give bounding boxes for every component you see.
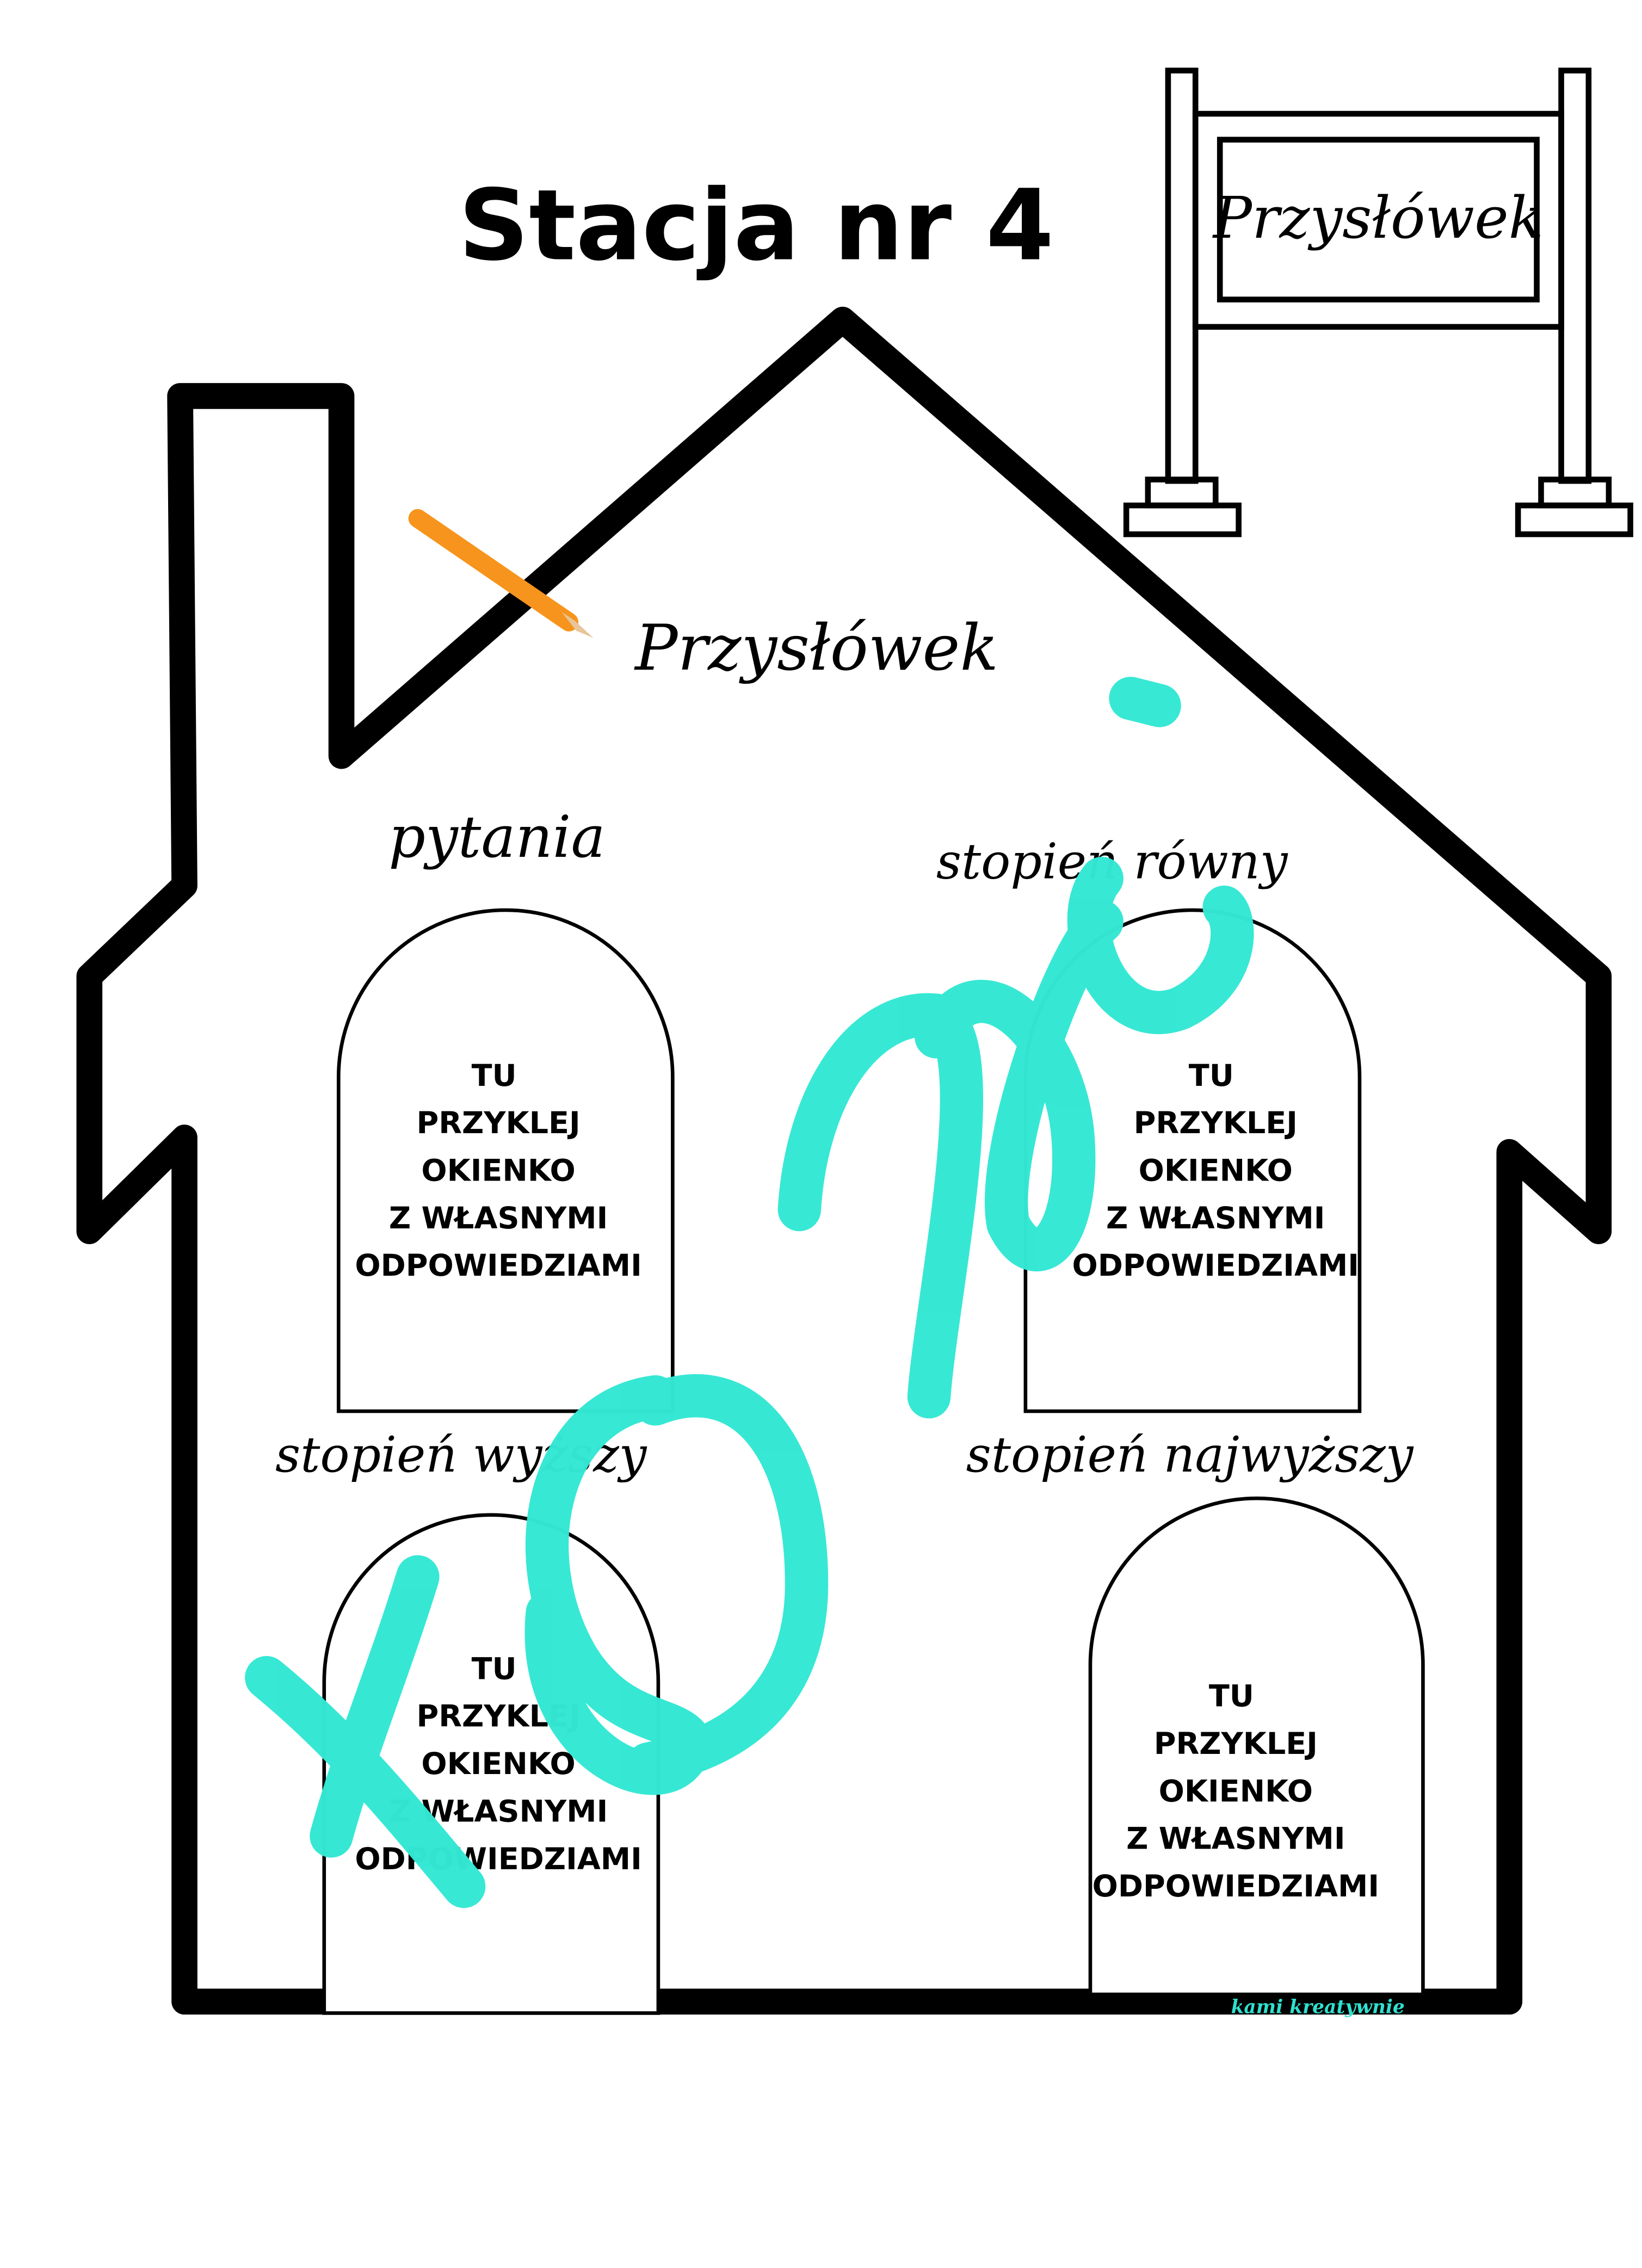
- door-text-line: PRZYKLEJ: [1154, 1726, 1318, 1762]
- house-outline: [76, 306, 1612, 2015]
- door-text-line: PRZYKLEJ: [1134, 1105, 1298, 1141]
- door-text-line: ODPOWIEDZIAMI: [1092, 1869, 1379, 1904]
- door-superlative: [1088, 1496, 1425, 1997]
- door-text-line: TU: [472, 1651, 517, 1686]
- door-text-line: ODPOWIEDZIAMI: [1072, 1248, 1359, 1283]
- door-text-line: OKIENKO: [1139, 1153, 1293, 1189]
- door-questions: [336, 908, 675, 1413]
- section-label-questions: pytania: [388, 804, 605, 870]
- door-text-line: Z WŁASNYMI: [1106, 1201, 1325, 1236]
- door-text-line: ODPOWIEDZIAMI: [355, 1248, 641, 1283]
- door-text-line: OKIENKO: [1159, 1773, 1313, 1809]
- door-text-line: Z WŁASNYMI: [1126, 1821, 1345, 1857]
- door-text-line: TU: [1189, 1058, 1234, 1093]
- door-text-line: TU: [472, 1058, 517, 1093]
- door-text-line: ODPOWIEDZIAMI: [355, 1841, 641, 1877]
- door-text-questions: TU PRZYKLEJ OKIENKO Z WŁASNYMI ODPOWIEDZ…: [355, 1058, 641, 1283]
- door-text-line: TU: [1209, 1679, 1254, 1714]
- door-text-line: OKIENKO: [421, 1153, 575, 1189]
- door-text-superlative: TU PRZYKLEJ OKIENKO Z WŁASNYMI ODPOWIEDZ…: [1092, 1679, 1379, 1904]
- scribble-annotation: [245, 677, 1254, 1908]
- door-text-line: OKIENKO: [421, 1746, 575, 1782]
- door-text-line: Z WŁASNYMI: [389, 1201, 608, 1236]
- house-heading: Przysłówek: [634, 611, 998, 685]
- door-text-line: PRZYKLEJ: [416, 1105, 580, 1141]
- section-label-superlative: stopień najwyższy: [966, 1426, 1414, 1484]
- pencil-icon: [408, 509, 594, 638]
- watermark: kami kreatywnie: [1231, 1996, 1405, 2018]
- page-title: Stacja nr 4: [459, 169, 1054, 282]
- signpost: [1123, 67, 1633, 537]
- sign-label: Przysłówek: [1212, 184, 1544, 251]
- door-text-positive: TU PRZYKLEJ OKIENKO Z WŁASNYMI ODPOWIEDZ…: [1072, 1058, 1359, 1283]
